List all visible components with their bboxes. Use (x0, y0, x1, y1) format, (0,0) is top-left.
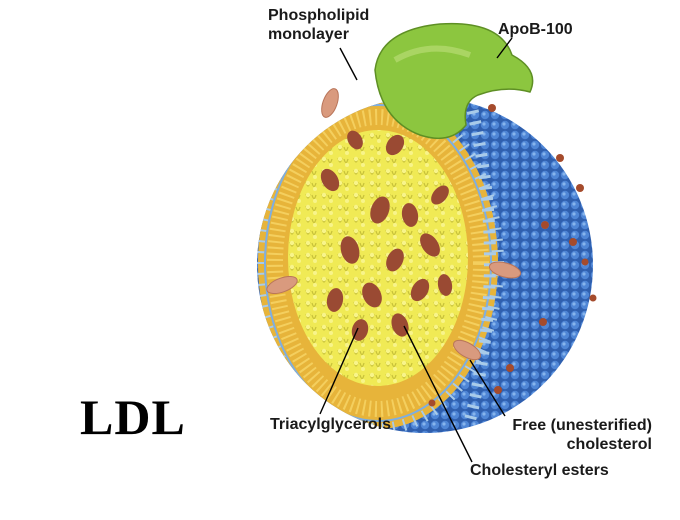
surface-cholesterol (428, 104, 597, 407)
label-line: Phospholipid (268, 7, 370, 24)
diagram-title: LDL (80, 389, 186, 445)
cholesteryl-esters (320, 130, 453, 341)
label-cholesteryl-esters: Cholesteryl esters (470, 462, 609, 479)
ldl-particle (257, 22, 597, 433)
label-apob-100: ApoB-100 (498, 21, 573, 38)
label-triacylglycerols: Triacylglycerols (270, 416, 391, 433)
label-phospholipid-monolayer: Phospholipid monolayer (268, 6, 369, 44)
triacylglycerol-core (288, 130, 468, 386)
label-line: Free (unesterified) (512, 417, 652, 434)
label-free-cholesterol: Free (unesterified) cholesterol (488, 416, 652, 454)
label-line: cholesterol (566, 436, 652, 453)
label-line: monolayer (268, 26, 349, 43)
free-cholesterol (266, 88, 522, 361)
leader-lines (319, 37, 513, 463)
